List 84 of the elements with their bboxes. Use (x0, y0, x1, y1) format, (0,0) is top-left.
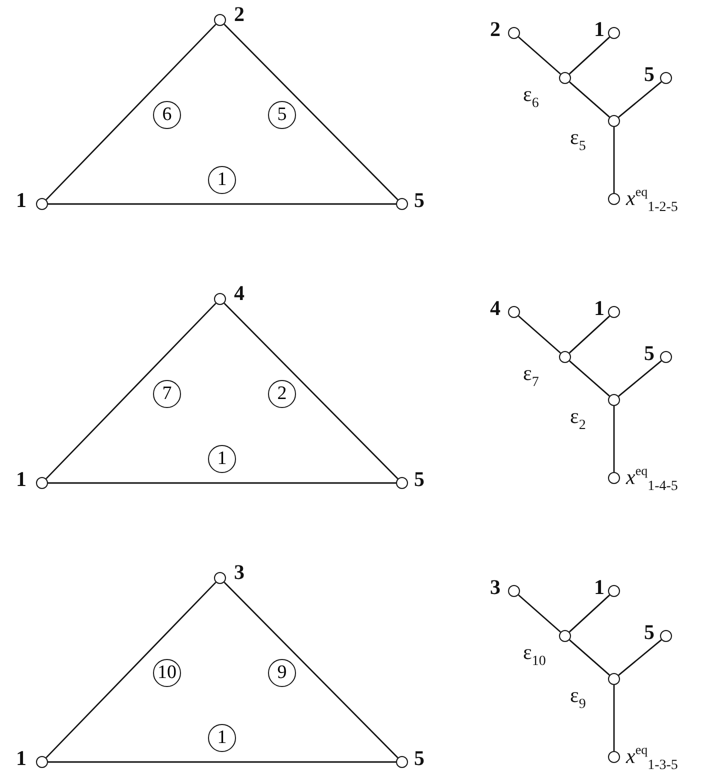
edge-line (568, 316, 610, 354)
edge-label: 1 (208, 724, 236, 752)
vertex-number: 3 (234, 562, 244, 583)
junction-label: ε$_{7}$ (523, 363, 539, 390)
edge-line (48, 761, 396, 763)
vertex-number: 1 (594, 577, 604, 598)
vertex-circle (660, 630, 672, 642)
vertex-circle (608, 193, 620, 205)
vertex-number: 2 (234, 4, 244, 25)
edge-line (48, 203, 396, 205)
vertex-circle (608, 27, 620, 39)
edge-line (46, 24, 216, 200)
junction-label: ε$_{9}$ (570, 685, 586, 712)
vertex-circle (36, 198, 48, 210)
edge-line (569, 360, 610, 397)
edge-label: 9 (268, 659, 296, 687)
vertex-number: 5 (644, 622, 654, 643)
vertex-circle (608, 394, 620, 406)
edge-label: 1 (208, 166, 236, 194)
vertex-circle (608, 306, 620, 318)
edge-line (613, 127, 615, 193)
vertex-number: 5 (414, 748, 424, 769)
edge-label: 1 (208, 445, 236, 473)
junction-label: ε$_{6}$ (523, 84, 539, 111)
edge-line (568, 36, 610, 74)
vertex-number: 1 (16, 190, 26, 211)
vertex-number: 3 (490, 577, 500, 598)
vertex-circle (608, 115, 620, 127)
vertex-circle (559, 72, 571, 84)
edge-line (224, 24, 398, 200)
edge-label: 7 (153, 380, 181, 408)
vertex-circle (660, 72, 672, 84)
edge-line (518, 594, 561, 633)
edge-line (618, 360, 662, 397)
edge-label: 2 (268, 380, 296, 408)
edge-line (613, 406, 615, 472)
edge-line (618, 81, 662, 118)
vertex-circle (508, 306, 520, 318)
vertex-circle (396, 756, 408, 768)
vertex-number: 5 (414, 469, 424, 490)
edge-label: 10 (153, 659, 181, 687)
vertex-number: 2 (490, 19, 500, 40)
vertex-number: 5 (644, 64, 654, 85)
edge-line (48, 482, 396, 484)
edge-label: 5 (268, 101, 296, 129)
vertex-number: 1 (594, 19, 604, 40)
edge-line (569, 81, 610, 118)
junction-label: ε$_{5}$ (570, 127, 586, 154)
vertex-circle (608, 585, 620, 597)
vertex-circle (214, 572, 226, 584)
edge-line (224, 582, 398, 758)
vertex-circle (396, 198, 408, 210)
vertex-circle (559, 630, 571, 642)
edge-line (568, 594, 610, 632)
vertex-number: 4 (234, 283, 244, 304)
edge-line (46, 582, 216, 758)
vertex-number: 5 (414, 190, 424, 211)
vertex-circle (508, 27, 520, 39)
vertex-circle (559, 351, 571, 363)
vertex-number: 1 (16, 748, 26, 769)
vertex-circle (608, 673, 620, 685)
vertex-circle (608, 472, 620, 484)
vertex-number: 4 (490, 298, 500, 319)
vertex-circle (36, 756, 48, 768)
vertex-circle (660, 351, 672, 363)
junction-label: ε$_{10}$ (523, 642, 546, 669)
vertex-circle (608, 751, 620, 763)
vertex-number: 1 (594, 298, 604, 319)
vertex-circle (36, 477, 48, 489)
edge-line (618, 639, 662, 676)
edge-line (613, 685, 615, 751)
edge-line (518, 315, 561, 354)
vertex-circle (214, 14, 226, 26)
edge-line (46, 302, 216, 480)
edge-line (569, 639, 610, 676)
vertex-number: 1 (16, 469, 26, 490)
vertex-circle (508, 585, 520, 597)
vertex-circle (396, 477, 408, 489)
edge-label: 6 (153, 101, 181, 129)
vertex-number: 5 (644, 343, 654, 364)
junction-label: ε$_{2}$ (570, 406, 586, 433)
vertex-circle (214, 293, 226, 305)
edge-line (518, 36, 561, 75)
edge-line (224, 302, 398, 480)
